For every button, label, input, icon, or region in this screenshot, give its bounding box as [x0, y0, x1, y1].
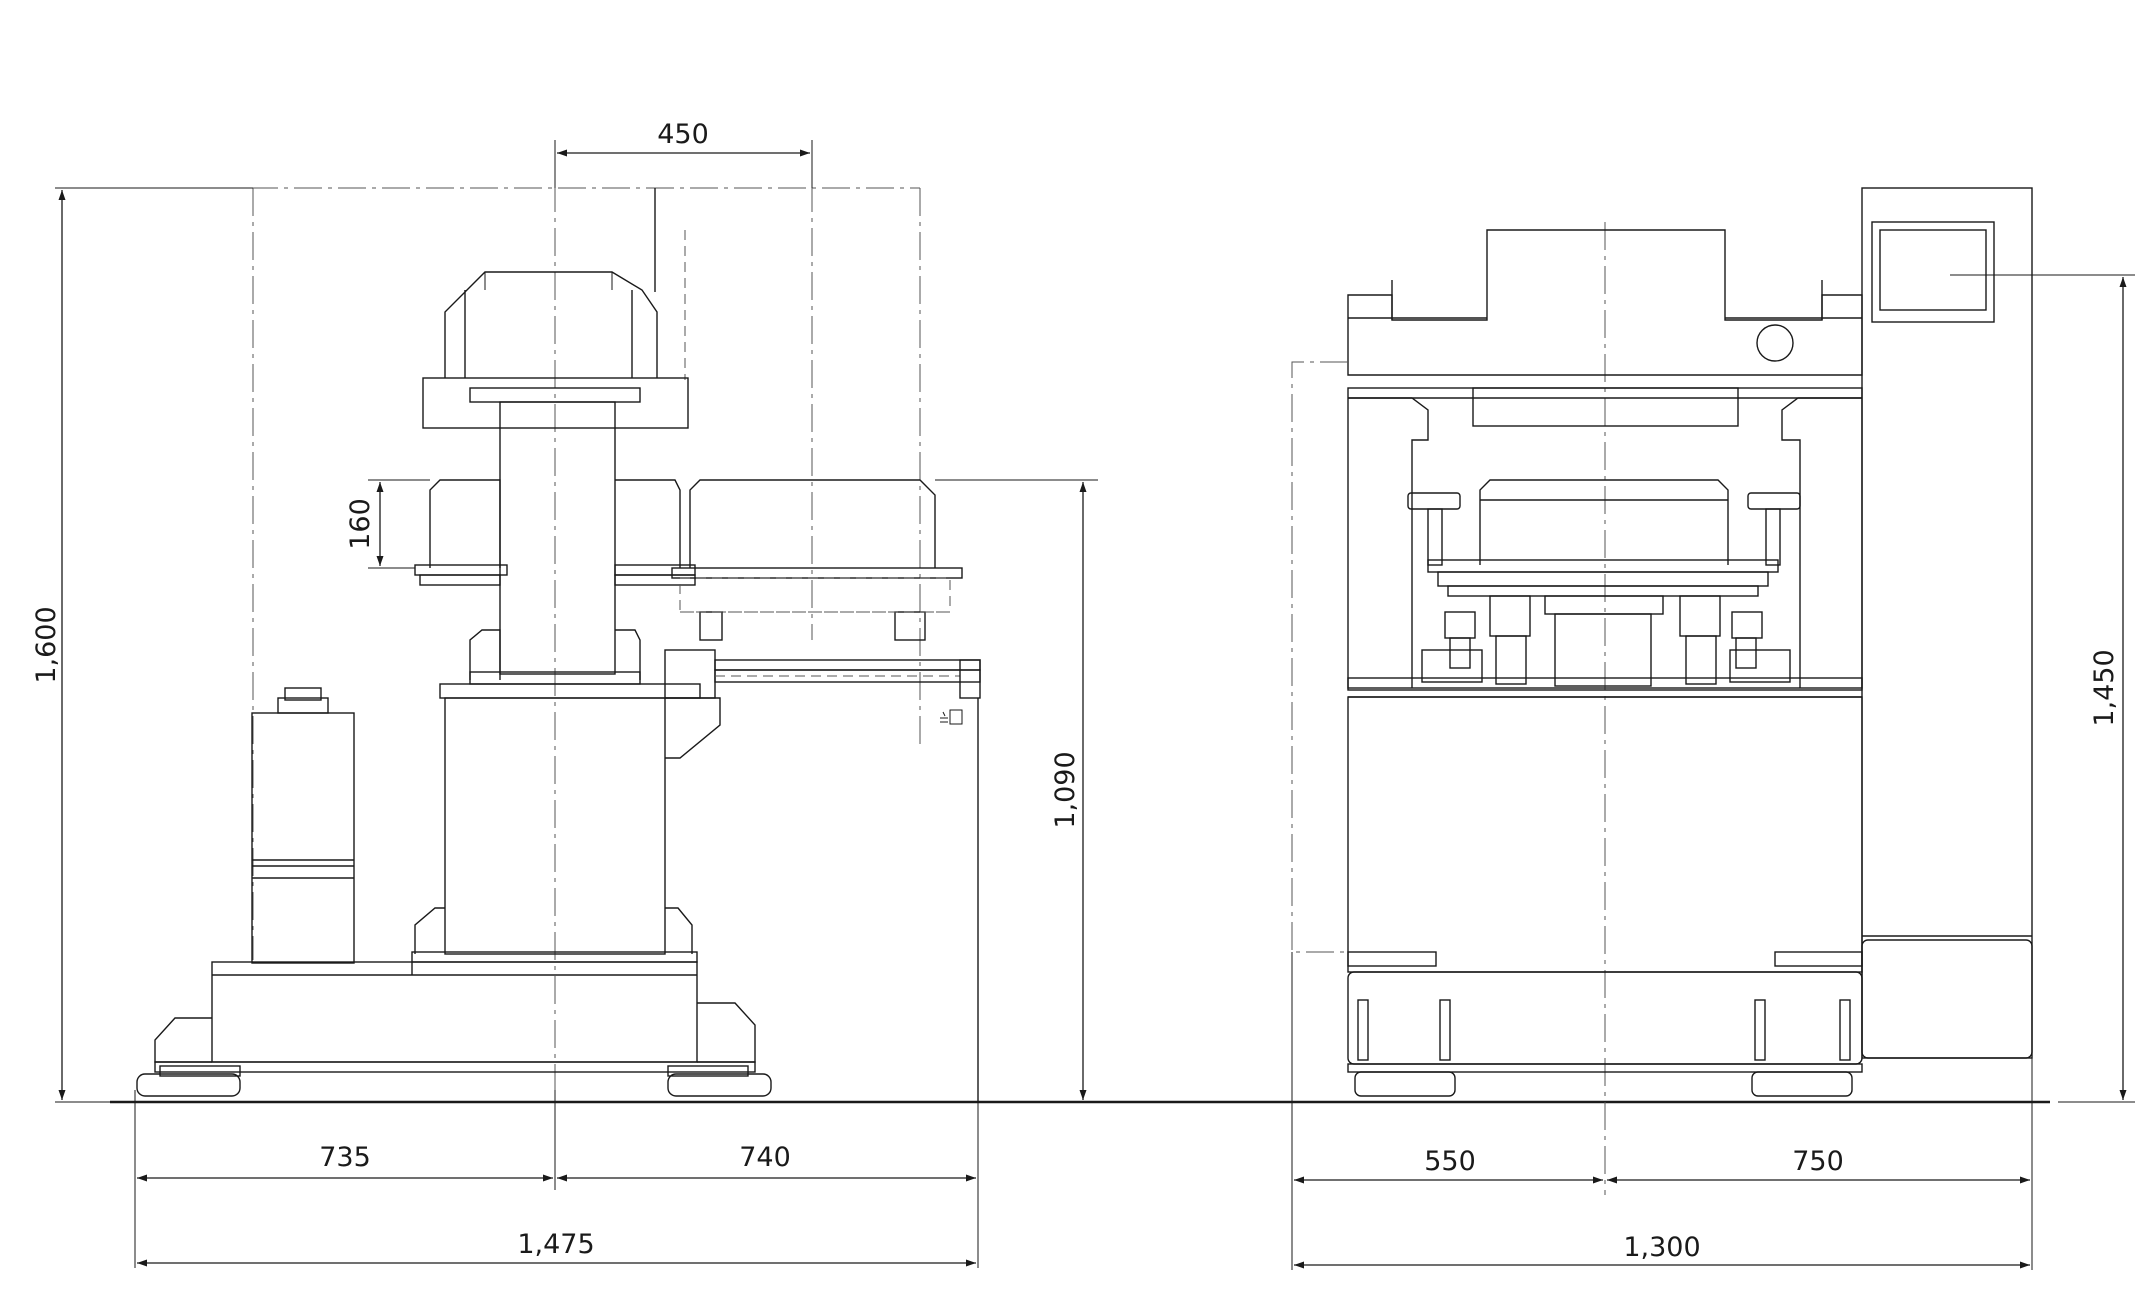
indicator-lamp: [1756, 324, 1794, 362]
head-plate: [422, 377, 689, 429]
rotary-table-right: [689, 479, 936, 568]
dim-left-part: 735: [319, 1142, 371, 1173]
dim-overall-width: 1,475: [517, 1229, 594, 1260]
dim-table-thickness: 160: [345, 498, 376, 550]
dim-front-right-part: 750: [1792, 1146, 1844, 1177]
foot-right: [667, 1073, 772, 1097]
dim-overall-height: 1,600: [31, 606, 62, 683]
dim-front-left-part: 550: [1424, 1146, 1476, 1177]
side-view: [136, 140, 981, 1190]
foot-left: [136, 1073, 241, 1097]
foot-front-left: [1354, 1071, 1456, 1097]
foot-front-right: [1751, 1071, 1853, 1097]
arm: [664, 649, 716, 699]
fixture: [1479, 479, 1729, 565]
touch-panel-frame: [1871, 221, 1995, 323]
collar-plate: [439, 683, 701, 699]
dim-front-overall-width: 1,300: [1623, 1232, 1700, 1263]
main-column: [499, 401, 616, 675]
side-dimensions: 1,600 450 160 1,090 735 740 1,475: [31, 119, 1098, 1268]
dim-right-part: 740: [739, 1142, 791, 1173]
front-view: [1291, 187, 2033, 1195]
rotary-table-left: [429, 479, 501, 568]
dim-front-overall-height: 1,450: [2089, 649, 2120, 726]
head-cover: [444, 271, 658, 378]
touch-panel-screen: [1879, 229, 1987, 311]
servo-motor: [251, 712, 355, 964]
front-dimensions: 1,450 550 750 1,300: [1291, 274, 2135, 1270]
control-cabinet: [1861, 187, 2033, 1059]
base-plate: [211, 961, 698, 1063]
front-envelope: [1291, 361, 1348, 953]
dim-upper-width: 450: [657, 119, 709, 150]
base-body: [444, 697, 666, 955]
dim-table-height: 1,090: [1050, 751, 1081, 828]
